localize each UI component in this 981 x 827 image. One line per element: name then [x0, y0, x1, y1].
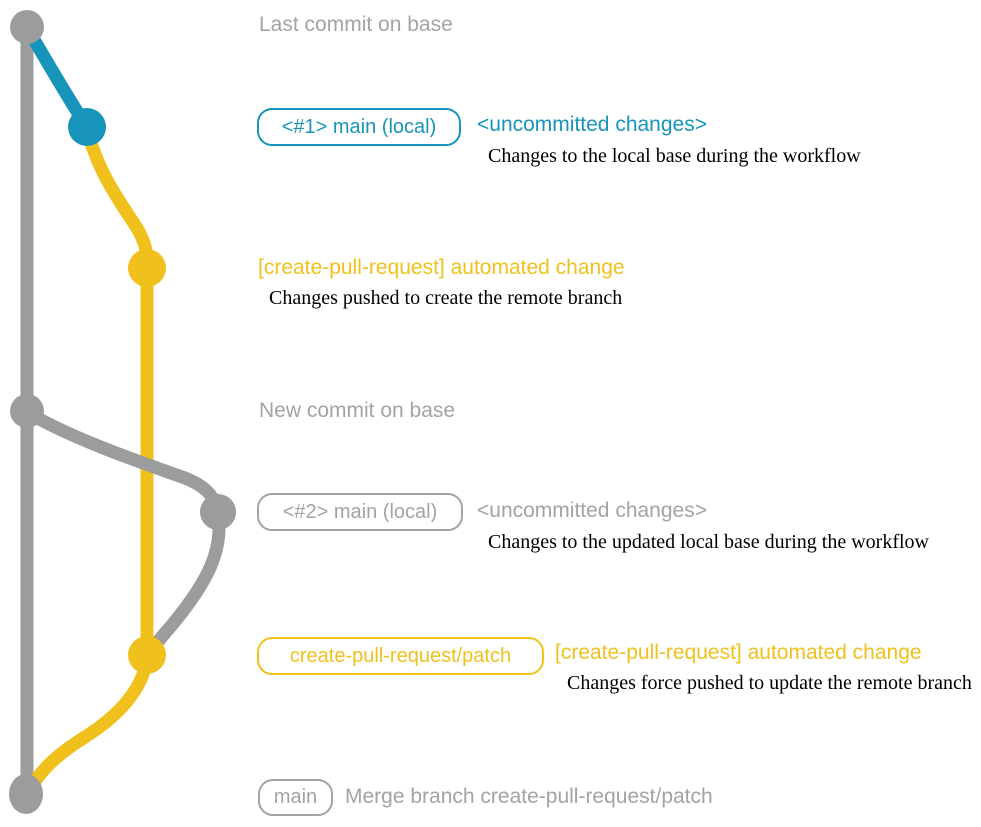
commit-message-automated-change-2: [create-pull-request] automated change: [555, 641, 922, 664]
branch-badge-main: main: [258, 779, 333, 816]
commit-dot-merge: [9, 774, 43, 814]
uncommitted-changes-label-1: <uncommitted changes>: [477, 113, 707, 136]
branch-badge-patch-label: create-pull-request/patch: [289, 644, 512, 667]
branch-badge-main-label: main: [273, 786, 318, 808]
branch-badge-main-local-2-label: <#2> main (local): [282, 500, 438, 523]
branch-badge-main-local-1: <#1> main (local): [257, 108, 461, 146]
uncommitted-changes-label-2: <uncommitted changes>: [477, 499, 707, 522]
commit-message-merge: Merge branch create-pull-request/patch: [345, 785, 713, 808]
description-force-push-update-branch: Changes force pushed to update the remot…: [567, 672, 972, 694]
description-updated-local-base-changes: Changes to the updated local base during…: [488, 531, 929, 553]
commit-message-automated-change-1: [create-pull-request] automated change: [258, 256, 625, 279]
commit-dot-patch-1: [128, 249, 166, 287]
last-commit-label: Last commit on base: [259, 13, 453, 36]
new-commit-label: New commit on base: [259, 399, 456, 422]
updated-local-main-path: [20, 405, 226, 662]
branch-badge-main-local-2: <#2> main (local): [257, 493, 463, 531]
description-local-base-changes: Changes to the local base during the wor…: [488, 145, 861, 167]
branch-badge-patch: create-pull-request/patch: [257, 637, 544, 675]
description-push-create-branch: Changes pushed to create the remote bran…: [269, 287, 623, 309]
commit-dot-last-base: [10, 10, 44, 44]
branch-badge-main-local-1-label: <#1> main (local): [281, 115, 437, 138]
commit-dot-patch-2: [128, 636, 166, 674]
commit-dot-new-base: [10, 394, 44, 428]
commit-dot-main-local-1: [68, 108, 106, 146]
git-graph: [9, 10, 236, 814]
commit-dot-main-local-2: [200, 494, 236, 530]
